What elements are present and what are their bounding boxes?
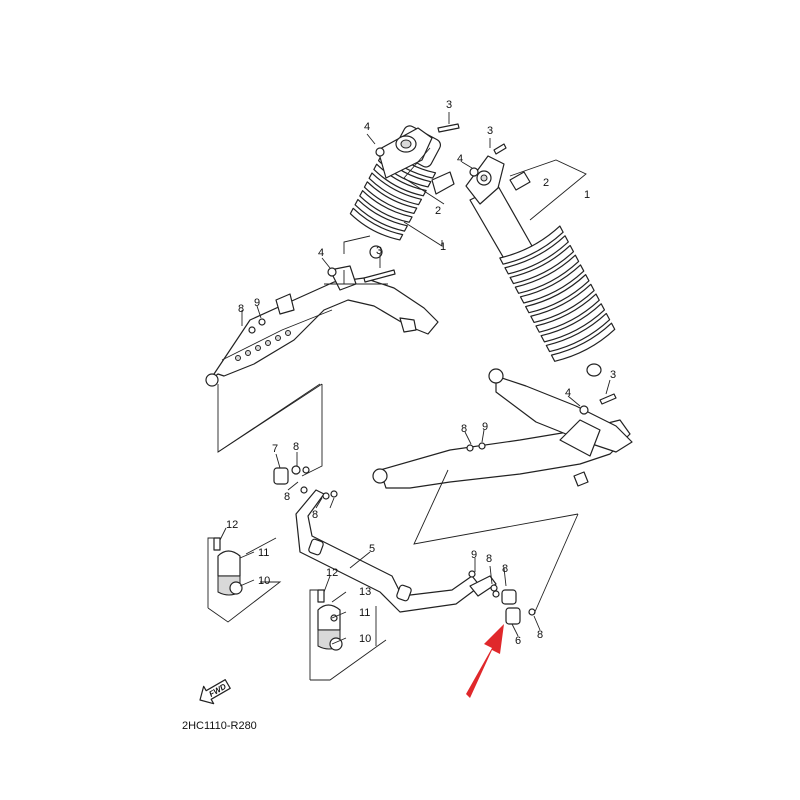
callout-8-bar-mid: 8 [486,553,492,565]
stabilizer-bar [295,489,497,613]
fwd-direction-icon: FWD [199,679,231,705]
right-swing-arm [372,368,633,489]
end-link-right [492,589,536,625]
leader-lines [207,112,611,681]
end-link-left [273,465,310,485]
callout-2-right: 2 [543,177,549,189]
bracket-assembly-left [213,537,243,596]
callout-4-top-right: 4 [457,153,463,165]
left-shock-absorber [349,125,455,259]
callout-4-left-arm: 4 [318,247,324,259]
callout-3-right-arm: 3 [610,369,616,381]
callout-3-left-arm: 3 [376,245,382,257]
callout-2-left: 2 [435,205,441,217]
callout-1-left: 1 [440,241,446,253]
callout-5: 5 [369,543,375,555]
callout-9-right-arm: 9 [482,421,488,433]
callout-1-right: 1 [584,189,590,201]
red-pointer-arrow [466,624,504,698]
callout-12-left: 12 [226,519,238,531]
callout-3-top-left: 3 [446,99,452,111]
callout-12-right: 12 [326,567,338,579]
callout-8-end-link-lower: 8 [284,491,290,503]
callout-10-right: 10 [359,633,371,645]
left-swing-arm [205,265,439,387]
callout-8-bar-left: 8 [312,509,318,521]
callout-labels: 1 1 2 2 3 3 3 3 4 4 4 4 5 6 7 8 8 8 8 8 … [226,99,616,647]
callout-3-top-right: 3 [487,125,493,137]
fasteners [248,123,617,622]
callout-10-left: 10 [258,575,270,587]
bracket-assembly-right [317,589,343,651]
callout-8-bar-right: 8 [502,563,508,575]
callout-9-bar: 9 [471,549,477,561]
callout-8-left-arm: 8 [238,303,244,315]
callout-6: 6 [515,635,521,647]
callout-7: 7 [272,443,278,455]
callout-13: 13 [359,586,371,598]
callout-11-right: 11 [359,607,370,619]
callout-8-right-arm: 8 [461,423,467,435]
callout-8-end-link-upper: 8 [293,441,299,453]
right-shock-absorber [465,155,616,377]
callout-11-left: 11 [258,547,269,559]
callout-4-right-arm: 4 [565,387,571,399]
callout-8-end-link-right: 8 [537,629,543,641]
figure-code: 2HC1110-R280 [182,720,257,732]
callout-9-left-arm: 9 [254,297,260,309]
callout-4-top-left: 4 [364,121,370,133]
